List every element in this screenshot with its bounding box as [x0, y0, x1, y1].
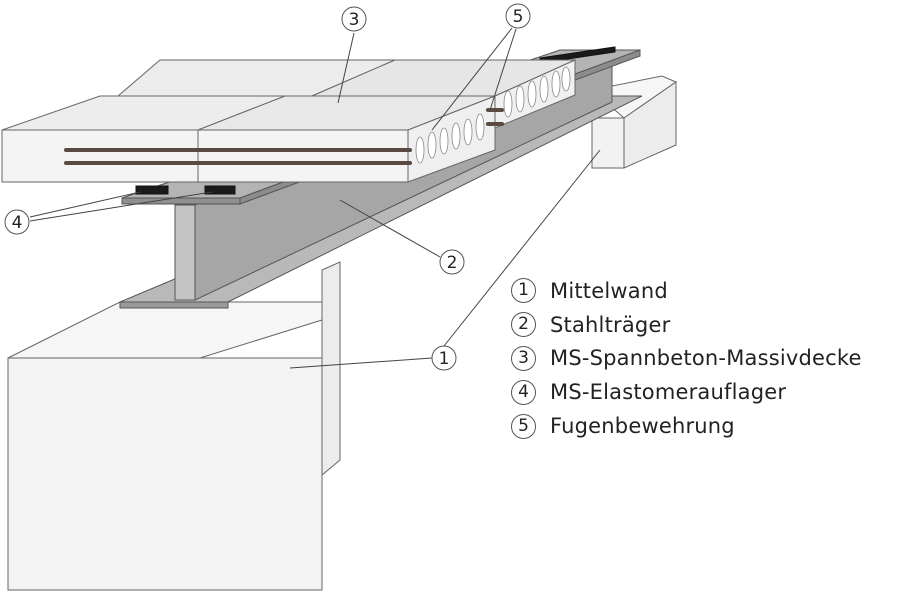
hollow-core: [451, 122, 461, 150]
hollow-core: [561, 66, 571, 92]
wall-near-side: [321, 261, 341, 477]
leader-1a: [289, 357, 433, 369]
leader-3: [337, 32, 355, 104]
legend-number: 1: [511, 278, 536, 304]
slab-front-right-face: [197, 129, 409, 183]
bearing-2: [204, 185, 236, 195]
hollow-core: [463, 118, 473, 146]
slab-front-left-face: [1, 129, 199, 183]
hollow-core: [527, 80, 537, 108]
hollow-core: [551, 70, 561, 98]
leader-4b: [29, 191, 213, 222]
legend-label: MS-Elastomerauflager: [550, 380, 787, 405]
callout-1-number: 1: [439, 349, 450, 369]
callout-3-number: 3: [349, 10, 360, 30]
legend-number: 2: [511, 312, 536, 338]
elastomer-bearings: [135, 46, 616, 195]
callout-2-number: 2: [447, 253, 458, 273]
callout-5: 5: [505, 3, 531, 29]
legend-number: 3: [511, 345, 536, 371]
legend-number: 5: [511, 413, 536, 439]
callout-1: 1: [431, 345, 457, 371]
bearing-1: [135, 185, 169, 195]
beam-bottom-flange-front: [119, 301, 229, 309]
legend-label: Fugenbewehrung: [550, 414, 735, 439]
callout-5-number: 5: [513, 7, 524, 27]
callout-3: 3: [341, 6, 367, 32]
beam-web-front: [174, 204, 196, 301]
hollow-core: [415, 136, 425, 164]
wall-far-front: [591, 117, 625, 169]
leader-5a: [431, 27, 513, 131]
hollow-core: [427, 131, 437, 159]
leader-1b: [443, 149, 601, 347]
hollow-core: [475, 113, 485, 141]
callout-2: 2: [439, 249, 465, 275]
hollow-core: [539, 75, 549, 103]
callout-4-number: 4: [12, 213, 23, 233]
legend-item: 5 Fugenbewehrung: [511, 409, 862, 443]
hollow-core-slabs: [1, 59, 576, 183]
leader-lines: [29, 27, 601, 369]
legend-item: 1 Mittelwand: [511, 274, 862, 308]
wall-near-top: [7, 301, 323, 359]
wall-near-front: [7, 357, 323, 591]
hollow-cores: [415, 66, 571, 164]
legend-label: Stahlträger: [550, 312, 671, 337]
legend-number: 4: [511, 379, 536, 405]
legend-item: 3 MS-Spannbeton-Massivdecke: [511, 342, 862, 376]
hollow-core: [439, 127, 449, 155]
wall-mittelwand: [7, 75, 678, 591]
legend-label: Mittelwand: [550, 278, 668, 303]
leader-4a: [29, 191, 141, 218]
legend-label: MS-Spannbeton-Massivdecke: [550, 346, 862, 371]
legend-item: 2 Stahlträger: [511, 308, 862, 342]
leader-5b: [489, 28, 517, 111]
legend-item: 4 MS-Elastomerauflager: [511, 375, 862, 409]
leader-2: [339, 199, 441, 258]
callout-4: 4: [4, 209, 30, 235]
hollow-core: [503, 90, 513, 118]
hollow-core: [515, 85, 525, 113]
legend: 1 Mittelwand 2 Stahlträger 3 MS-Spannbet…: [511, 274, 862, 443]
